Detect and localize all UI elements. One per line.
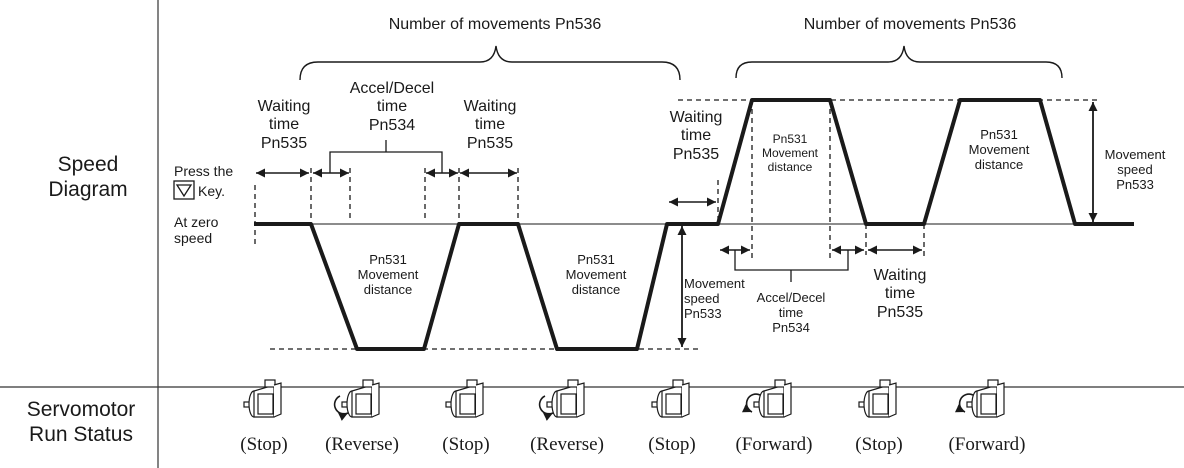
- time-dimension-arrows: [256, 168, 922, 255]
- forward-rotation-arrow-icon: [954, 393, 974, 413]
- speed-profile-line: [254, 98, 1134, 351]
- servomotor-icon: [954, 379, 1005, 418]
- status-label: (Stop): [442, 434, 490, 455]
- waiting-time-label-1: Waiting time Pn535: [257, 98, 311, 152]
- servomotor-icon: [445, 379, 484, 418]
- distance-label-reverse-2: Pn531 Movement distance: [565, 252, 627, 297]
- at-zero-speed-label: At zero speed: [174, 214, 219, 247]
- accel-time-label-2: Accel/Decel time Pn534: [756, 290, 826, 335]
- status-label: (Reverse): [530, 434, 604, 455]
- accel-time-label-1: Accel/Decel time Pn534: [349, 80, 435, 134]
- status-label: (Stop): [648, 434, 696, 455]
- press-key-label-a: Press the: [174, 163, 234, 179]
- speed-dimension-arrows: [677, 102, 1098, 347]
- down-triangle-key-icon: [173, 180, 195, 200]
- forward-rotation-arrow-icon: [741, 393, 761, 413]
- press-key-label-b: Key.: [198, 183, 225, 199]
- reverse-rotation-arrow-icon: [538, 395, 554, 421]
- waiting-time-label-2: Waiting time Pn535: [463, 98, 517, 152]
- waiting-time-label-4: Waiting time Pn535: [873, 267, 927, 321]
- movement-speed-label-right: Movement speed Pn533: [1104, 147, 1166, 192]
- status-label: (Stop): [855, 434, 903, 455]
- reverse-rotation-arrow-icon: [333, 395, 349, 421]
- reference-dashes: [254, 99, 1100, 350]
- movement-speed-label-left: Movement speed Pn533: [684, 276, 745, 321]
- servomotor-icons: [243, 379, 1005, 421]
- distance-label-forward-1: Pn531 Movement distance: [761, 132, 819, 174]
- distance-label-forward-2: Pn531 Movement distance: [968, 127, 1030, 172]
- movement-braces: [299, 45, 1063, 81]
- servomotor-icon: [858, 379, 897, 418]
- servomotor-icon: [538, 379, 585, 421]
- servomotor-icon: [333, 379, 380, 421]
- status-label: (Stop): [240, 434, 288, 455]
- movements-label-2: Number of movements Pn536: [803, 16, 1017, 33]
- status-label: (Forward): [735, 434, 813, 455]
- accel-brackets: [329, 140, 849, 282]
- servomotor-icon: [651, 379, 690, 418]
- waiting-time-label-3: Waiting time Pn535: [669, 109, 723, 163]
- status-label: (Forward): [948, 434, 1026, 455]
- distance-label-reverse-1: Pn531 Movement distance: [357, 252, 419, 297]
- servomotor-icon: [243, 379, 282, 418]
- status-label: (Reverse): [325, 434, 399, 455]
- movements-label-1: Number of movements Pn536: [388, 16, 602, 33]
- row-label-speed-diagram: Speed Diagram: [48, 153, 128, 202]
- servomotor-icon: [741, 379, 792, 418]
- row-label-run-status: Servomotor Run Status: [26, 398, 136, 447]
